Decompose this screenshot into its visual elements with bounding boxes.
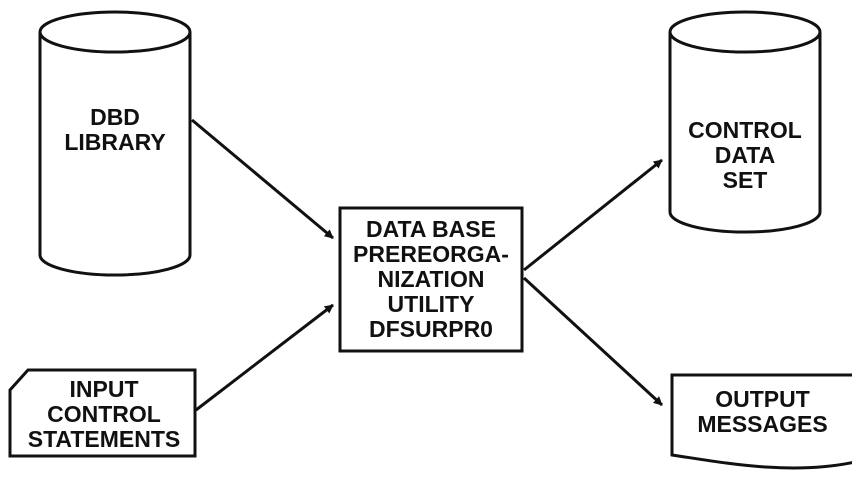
control-data-set-line-2: DATA (714, 141, 776, 168)
output-messages-line-2: MESSAGES (697, 411, 828, 437)
input-control-line-1: INPUT (69, 375, 139, 402)
control-data-set-line-1: CONTROL (688, 116, 802, 143)
utility-process-box (338, 206, 524, 353)
arrow-dbd-to-utility (191, 118, 334, 240)
utility-line-3: NIZATION (377, 266, 485, 292)
arrow-input-to-utility (195, 303, 334, 412)
arrow-utility-to-output (522, 276, 664, 407)
dbd-library-label: DBD LIBRARY (40, 90, 190, 170)
input-control-statements-label: INPUT CONTROL STATEMENTS (14, 372, 194, 456)
output-document-shape (670, 373, 852, 470)
utility-label: DATA BASE PREREORGA- NIZATION UTILITY DF… (340, 208, 522, 351)
dbd-library-cylinder (38, 10, 192, 277)
control-data-set-label: CONTROL DATA SET (670, 110, 820, 200)
dbd-library-line-1: DBD (90, 104, 140, 130)
input-control-line-3: STATEMENTS (27, 425, 181, 452)
output-messages-label: OUTPUT MESSAGES (680, 382, 845, 442)
utility-line-5: DFSURPR0 (369, 316, 493, 342)
input-control-line-2: CONTROL (47, 400, 161, 427)
utility-line-1: DATA BASE (366, 216, 496, 242)
dbd-library-line-2: LIBRARY (64, 129, 166, 155)
input-card-shape (8, 368, 197, 458)
control-data-set-line-3: SET (722, 166, 768, 193)
output-messages-line-1: OUTPUT (715, 386, 810, 412)
arrow-utility-to-control-data-set (523, 158, 663, 272)
control-data-set-cylinder (668, 10, 822, 234)
utility-line-4: UTILITY (387, 291, 475, 317)
utility-line-2: PREREORGA- (353, 241, 509, 267)
